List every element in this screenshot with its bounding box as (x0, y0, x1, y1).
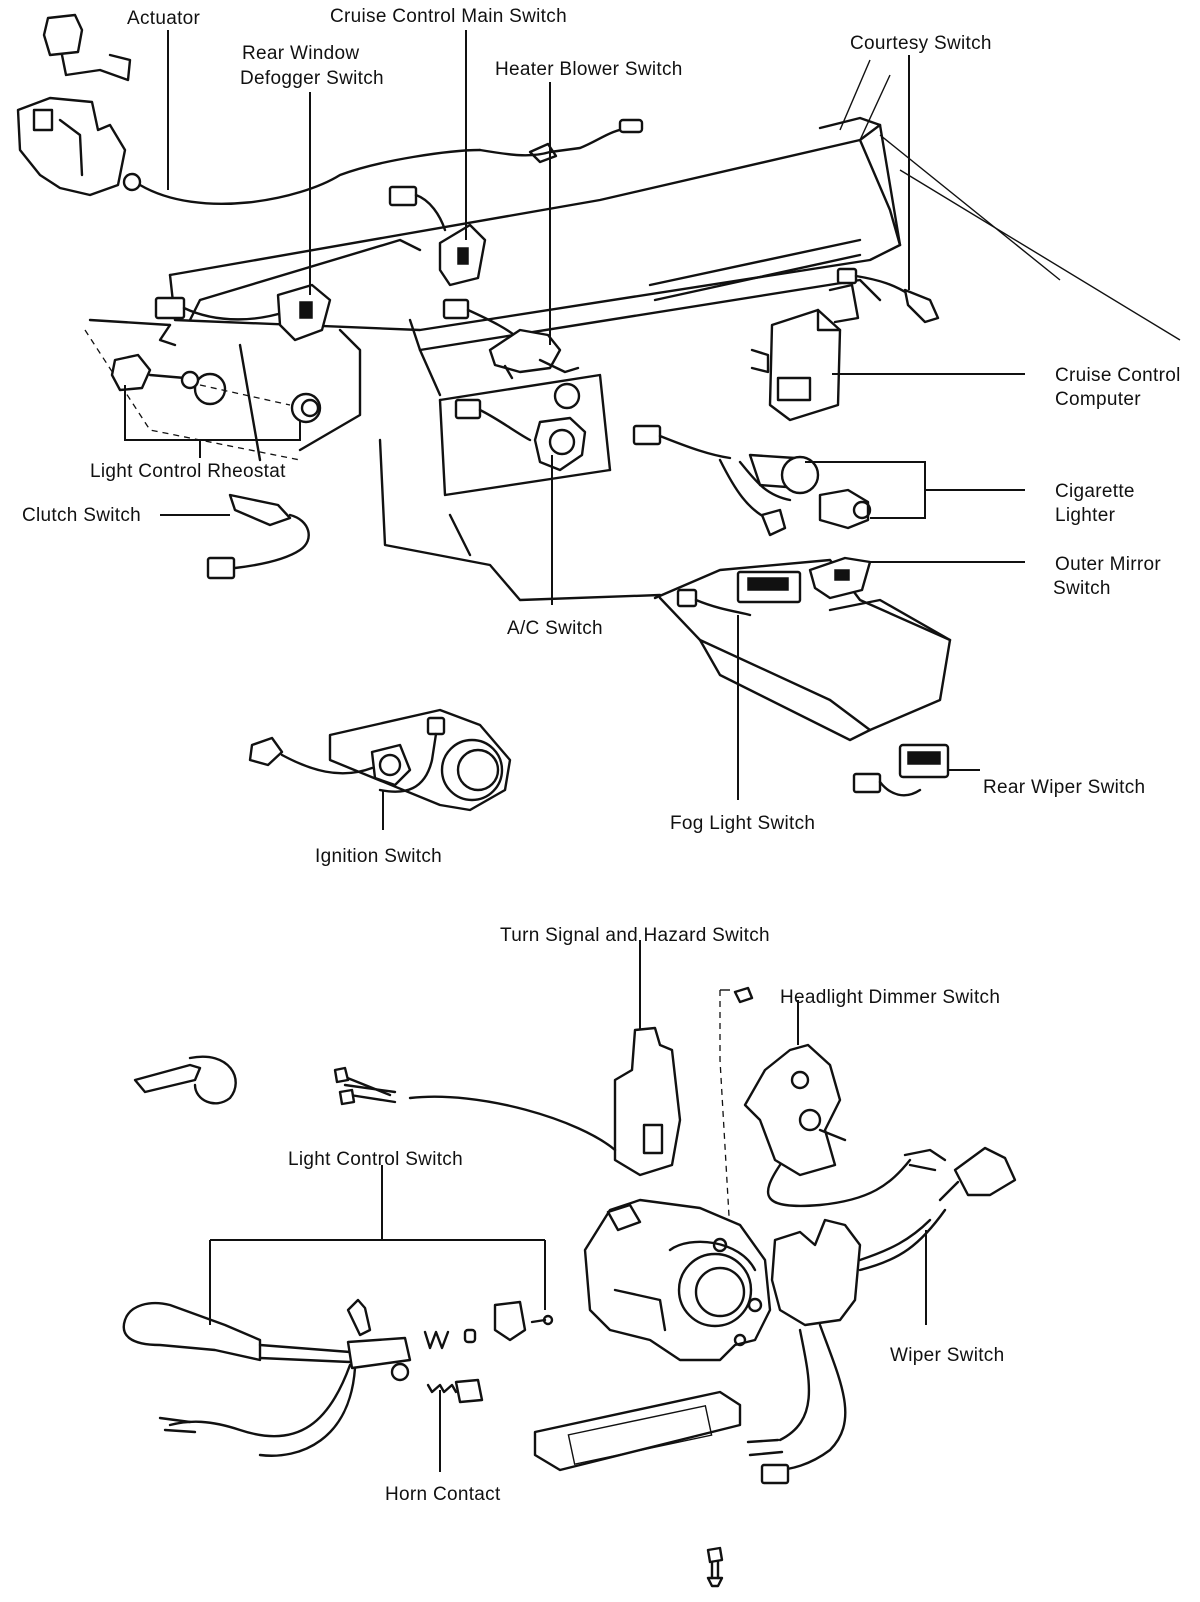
outer-mirror-switch-component (808, 556, 872, 600)
combination-switch-body-component (583, 1198, 772, 1362)
rear-window-defogger-switch-component (154, 283, 332, 342)
cruise-control-main-switch-component (388, 185, 487, 287)
label-turn-signal-hazard-switch: Turn Signal and Hazard Switch (500, 925, 770, 946)
cruise-control-computer-component (750, 283, 860, 422)
ac-switch-component (454, 398, 587, 472)
clutch-switch-component (206, 493, 310, 580)
instrument-panel-outline (84, 59, 1181, 742)
label-cruise-control-computer-line1: Cruise Control (1055, 365, 1181, 386)
label-outer-mirror-switch-line2: Switch (1053, 578, 1111, 599)
label-heater-blower-switch: Heater Blower Switch (495, 59, 683, 80)
label-fog-light-switch: Fog Light Switch (670, 813, 815, 834)
label-ac-switch: A/C Switch (507, 618, 603, 639)
label-outer-mirror-switch-line1: Outer Mirror (1055, 554, 1161, 575)
clamp-component (133, 1055, 237, 1105)
labels: Actuator Cruise Control Main Switch Rear… (22, 6, 1181, 1505)
actuator-component (16, 13, 644, 205)
light-control-switch-component (122, 1298, 554, 1457)
label-cruise-control-computer-line2: Computer (1055, 389, 1141, 410)
cigarette-lighter-component (632, 424, 872, 537)
label-cigarette-lighter-line2: Lighter (1055, 505, 1116, 526)
label-cruise-control-main-switch: Cruise Control Main Switch (330, 6, 567, 27)
label-light-control-rheostat: Light Control Rheostat (90, 461, 286, 482)
heater-blower-switch-component (442, 298, 580, 380)
label-courtesy-switch: Courtesy Switch (850, 33, 992, 54)
light-control-rheostat-component (110, 353, 322, 424)
label-light-control-switch: Light Control Switch (288, 1149, 463, 1170)
connector-block-component (533, 1390, 742, 1472)
label-rear-window-defogger-switch-line1: Rear Window (242, 43, 359, 64)
label-ignition-switch: Ignition Switch (315, 846, 442, 867)
turn-signal-hazard-switch-component (333, 1026, 682, 1177)
label-rear-wiper-switch: Rear Wiper Switch (983, 777, 1145, 798)
courtesy-switch-component (836, 267, 940, 324)
leader-lines (124, 30, 1025, 1472)
ignition-switch-component (248, 708, 512, 812)
label-rear-window-defogger-switch-line2: Defogger Switch (240, 68, 384, 89)
wiper-switch-component (746, 1146, 1017, 1485)
label-actuator: Actuator (127, 8, 201, 29)
label-wiper-switch: Wiper Switch (890, 1345, 1004, 1366)
label-horn-contact: Horn Contact (385, 1484, 501, 1505)
bolt-component (706, 1546, 724, 1588)
label-headlight-dimmer-switch: Headlight Dimmer Switch (780, 987, 1000, 1008)
rear-wiper-switch-component (852, 743, 950, 797)
label-clutch-switch: Clutch Switch (22, 505, 141, 526)
fog-light-switch-component (676, 570, 802, 617)
label-cigarette-lighter-line1: Cigarette (1055, 481, 1135, 502)
headlight-dimmer-switch-component (719, 986, 947, 1321)
